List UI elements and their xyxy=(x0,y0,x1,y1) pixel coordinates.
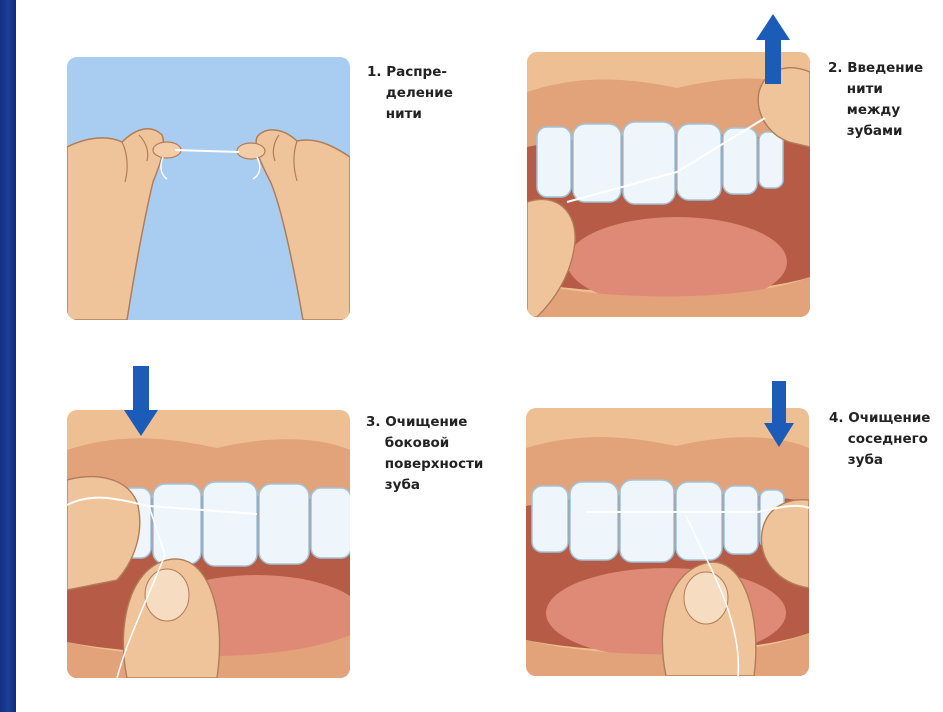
step-3-caption: 3. Очищение боковой поверхности зуба xyxy=(366,412,483,496)
panel-step-4 xyxy=(526,408,809,676)
hands-stretching-floss-illustration xyxy=(67,57,350,320)
step-2-caption: 2. Введение нити между зубами xyxy=(828,58,923,142)
slide-content: 1. Распре- деление нити xyxy=(16,0,943,712)
arrow-down-icon xyxy=(124,366,158,436)
panel-step-1 xyxy=(67,57,350,320)
panel-step-3 xyxy=(67,410,350,678)
step-4-caption: 4. Очищение соседнего зуба xyxy=(829,408,930,471)
floss-cleaning-tooth-side-illustration xyxy=(67,410,350,678)
arrow-down-icon xyxy=(764,381,794,447)
step-1-caption: 1. Распре- деление нити xyxy=(367,62,453,125)
floss-cleaning-adjacent-tooth-illustration xyxy=(526,408,809,676)
arrow-up-icon xyxy=(756,14,790,84)
floss-inserted-between-teeth-illustration xyxy=(527,52,810,317)
panel-step-2 xyxy=(527,52,810,317)
